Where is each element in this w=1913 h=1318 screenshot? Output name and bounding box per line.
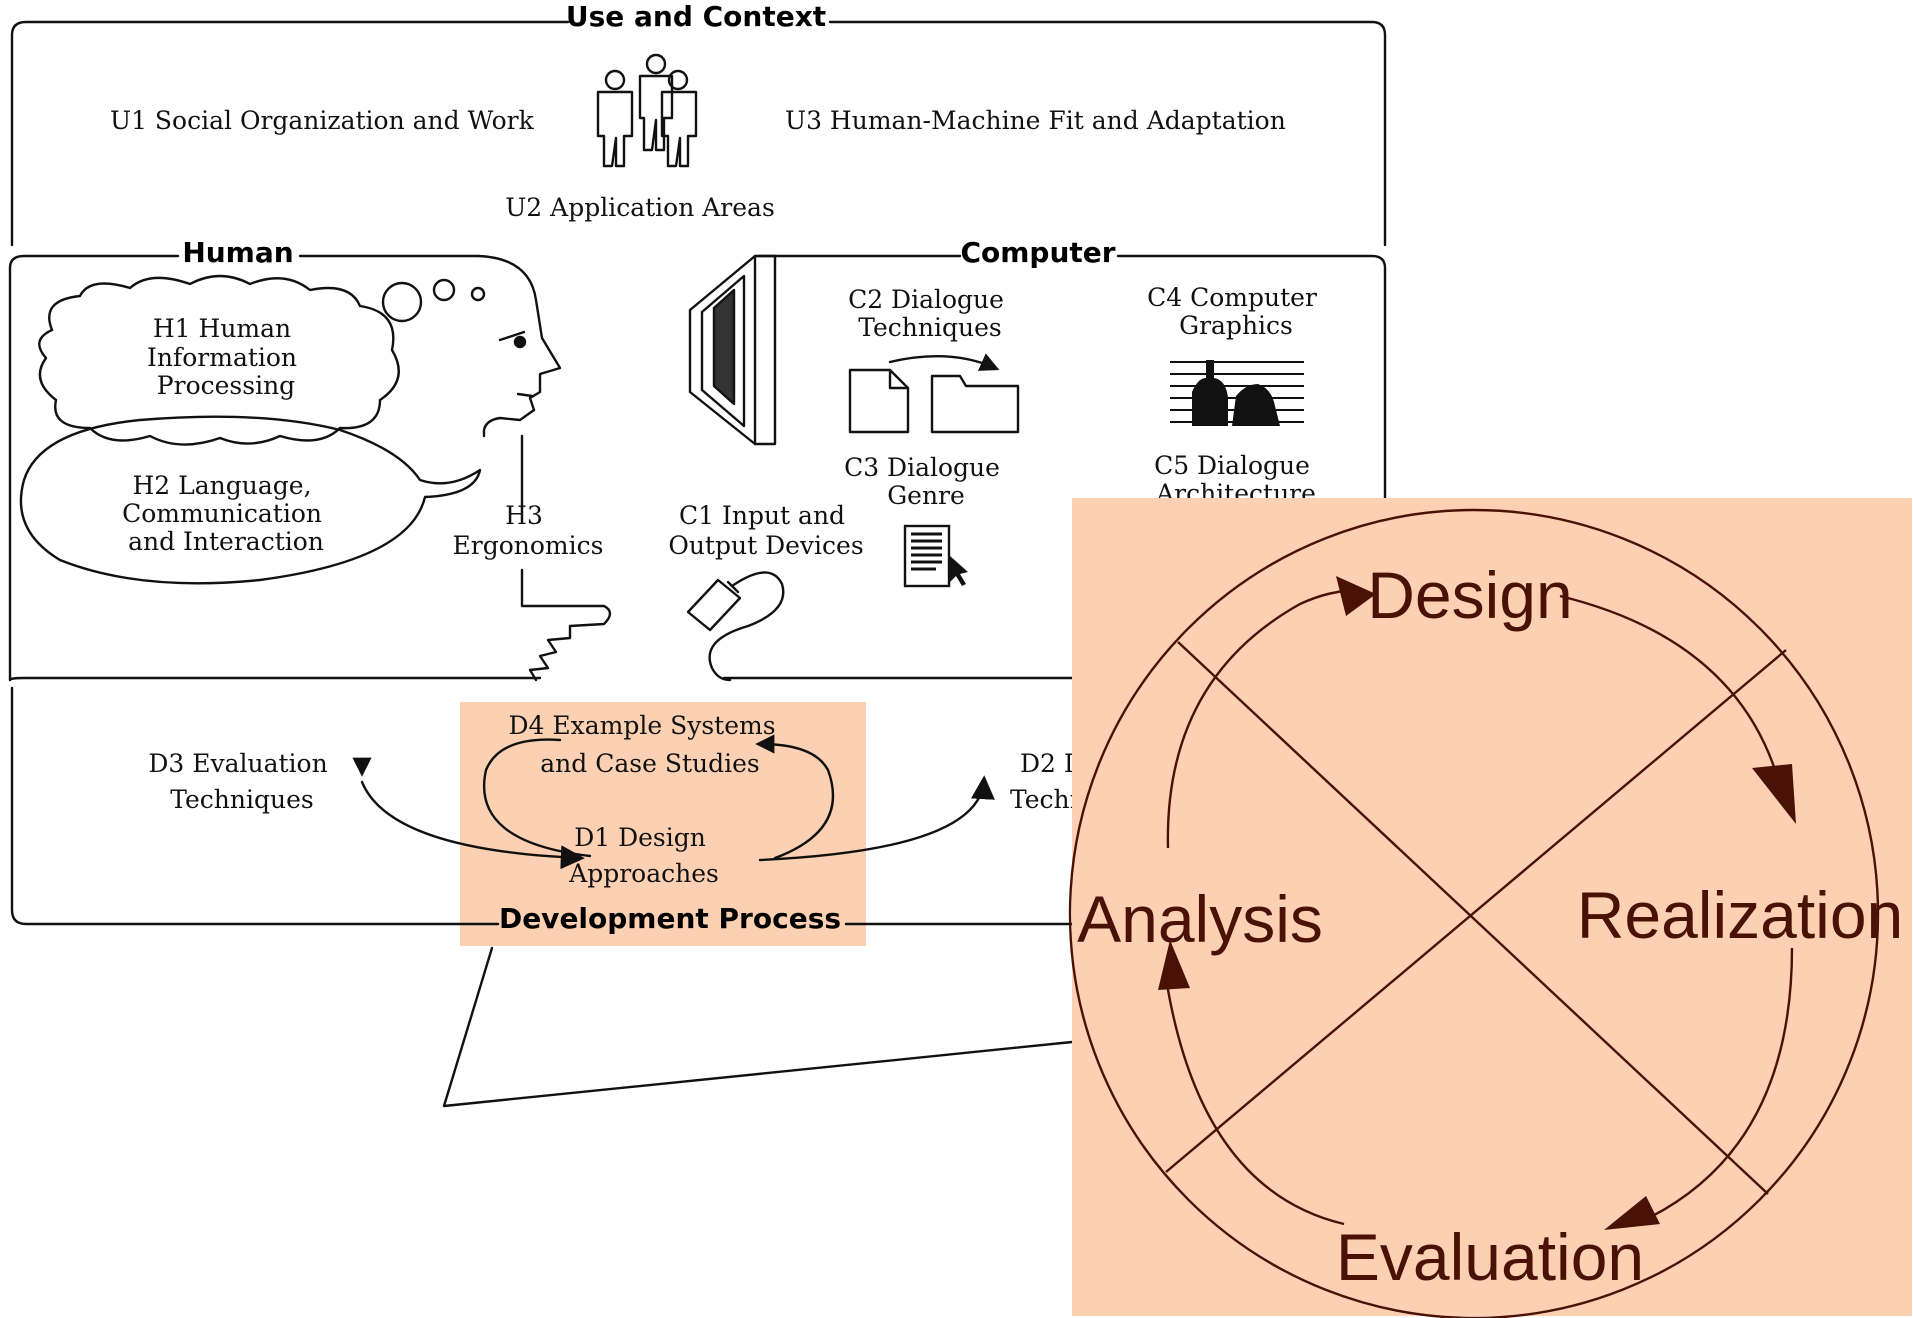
document-icon xyxy=(848,368,910,434)
speech-balloon xyxy=(19,415,482,585)
c2-label: C2 Dialogue Techniques xyxy=(848,285,1012,342)
c4-label: C4 Computer Graphics xyxy=(1147,283,1325,340)
graphics-pattern-icon xyxy=(1170,360,1304,426)
development-frame: Development Process D3 Evaluation Techni… xyxy=(10,686,1098,946)
cycle-evaluation-label: Evaluation xyxy=(1336,1220,1644,1294)
human-frame: Human H1 Human Information Processing H2… xyxy=(8,236,612,682)
h1-label: H1 Human Information Processing xyxy=(147,314,305,400)
computer-frame-title: Computer xyxy=(960,236,1115,269)
text-document-cursor-icon xyxy=(903,524,968,588)
mouse-icon xyxy=(686,571,785,682)
h2-label: H2 Language, Communication and Interacti… xyxy=(122,471,330,556)
cycle-analysis-label: Analysis xyxy=(1077,882,1323,956)
monitor-icon xyxy=(688,254,777,446)
cycle-panel-background xyxy=(1072,498,1912,1316)
thought-cloud-icon xyxy=(38,274,486,446)
computer-frame: Computer C2 Dialogue Techniques C3 Dialo… xyxy=(668,236,1387,682)
u2-label: U2 Application Areas xyxy=(505,193,775,222)
h3-label: H3 Ergonomics xyxy=(453,501,604,560)
cycle-design-label: Design xyxy=(1367,558,1572,632)
cycle-circle xyxy=(1068,508,1880,1318)
development-cycle-panel: Design Realization Evaluation Analysis xyxy=(1068,498,1912,1318)
c5-label: C5 Dialogue Architecture xyxy=(1154,451,1318,508)
pointing-hand-icon xyxy=(520,434,612,682)
cycle-diagonal-2 xyxy=(1165,649,1787,1173)
development-frame-title: Development Process xyxy=(499,902,841,935)
cycle-diagonal-1 xyxy=(1177,641,1769,1195)
human-frame-title: Human xyxy=(182,236,293,269)
cycle-realization-label: Realization xyxy=(1577,878,1904,952)
u3-label: U3 Human-Machine Fit and Adaptation xyxy=(785,106,1286,135)
d3-label: D3 Evaluation Techniques xyxy=(148,749,335,814)
highlight-box xyxy=(460,702,866,946)
c3-label: C3 Dialogue Genre xyxy=(844,453,1008,510)
cycle-arrows xyxy=(1158,576,1796,1230)
context-frame-title: Use and Context xyxy=(566,0,826,33)
people-group-icon xyxy=(596,53,698,168)
folder-icon xyxy=(888,353,1020,434)
d4-label: D4 Example Systems and Case Studies xyxy=(508,711,783,778)
context-frame: Use and Context U1 Social Organization a… xyxy=(10,0,1387,247)
d1-label: D1 Design Approaches xyxy=(568,823,719,888)
c1-label: C1 Input and Output Devices xyxy=(668,501,863,560)
human-head-icon xyxy=(476,254,562,438)
u1-label: U1 Social Organization and Work xyxy=(110,106,535,135)
